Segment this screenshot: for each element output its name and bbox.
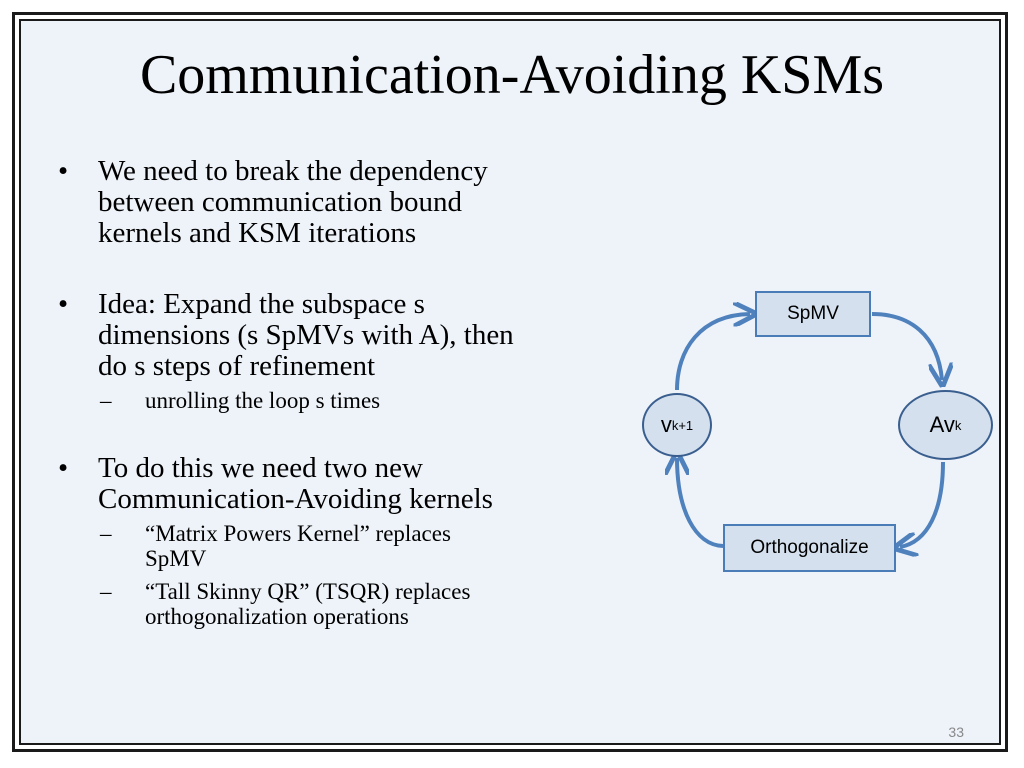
bullet-3-line-2: Communication-Avoiding kernels [98, 483, 493, 515]
bullet-symbol: • [58, 155, 69, 187]
bullet-2: • Idea: Expand the subspace s dimensions… [58, 289, 628, 382]
sub-bullet-3-1-line-1: “Matrix Powers Kernel” replaces [145, 521, 451, 546]
arrow-orth-to-left [677, 458, 724, 548]
orthogonalize-box: Orthogonalize [723, 524, 896, 572]
sub-bullet-symbol: – [100, 521, 112, 546]
bullet-symbol: • [58, 452, 69, 484]
bullet-3: • To do this we need two new Communicati… [58, 453, 628, 515]
slide-title: Communication-Avoiding KSMs [139, 44, 885, 106]
sub-bullet-3-2: – “Tall Skinny QR” (TSQR) replaces ortho… [100, 579, 628, 629]
sub-bullet-2-1: – unrolling the loop s times [100, 388, 628, 413]
sub-bullet-3-2-line-2: orthogonalization operations [145, 604, 409, 629]
node-av-base: Av [929, 412, 955, 437]
slide-outer-frame [12, 12, 1008, 752]
bullet-symbol: • [58, 288, 69, 320]
bullet-2-line-3: do s steps of refinement [98, 350, 376, 382]
cycle-arrows [630, 280, 1010, 580]
orthogonalize-label: Orthogonalize [750, 537, 869, 558]
sub-bullet-symbol: – [100, 388, 112, 413]
bullet-2-line-2: dimensions (s SpMVs with A), then [98, 319, 514, 351]
spmv-box: SpMV [755, 291, 871, 337]
bullet-1-line-1: We need to break the dependency [98, 155, 488, 187]
page-number: 33 [948, 724, 964, 740]
sub-bullet-3-2-line-1: “Tall Skinny QR” (TSQR) replaces [145, 579, 471, 604]
node-v-base: v [660, 412, 672, 437]
bullet-3-line-1: To do this we need two new [98, 452, 423, 484]
node-v-sub: k+1 [671, 417, 694, 433]
arrow-right-to-orth [900, 461, 945, 547]
bullet-list: • We need to break the dependency betwee… [58, 156, 628, 630]
bullet-1: • We need to break the dependency betwee… [58, 156, 628, 249]
node-av-sub: k [954, 417, 962, 433]
arrow-left-to-spmv [675, 314, 750, 391]
bullet-2-line-1: Idea: Expand the subspace s [98, 288, 425, 320]
bullet-1-line-2: between communication bound [98, 186, 463, 218]
sub-bullet-3-1: – “Matrix Powers Kernel” replaces SpMV [100, 521, 628, 571]
spmv-label: SpMV [787, 303, 839, 324]
sub-bullet-3-1-line-2: SpMV [145, 546, 207, 571]
sub-bullet-2-1-line-1: unrolling the loop s times [145, 388, 381, 413]
sub-bullet-symbol: – [100, 579, 112, 604]
arrow-spmv-to-right [871, 312, 942, 380]
bullet-1-line-3: kernels and KSM iterations [98, 217, 417, 249]
slide-inner-frame [19, 19, 1001, 745]
